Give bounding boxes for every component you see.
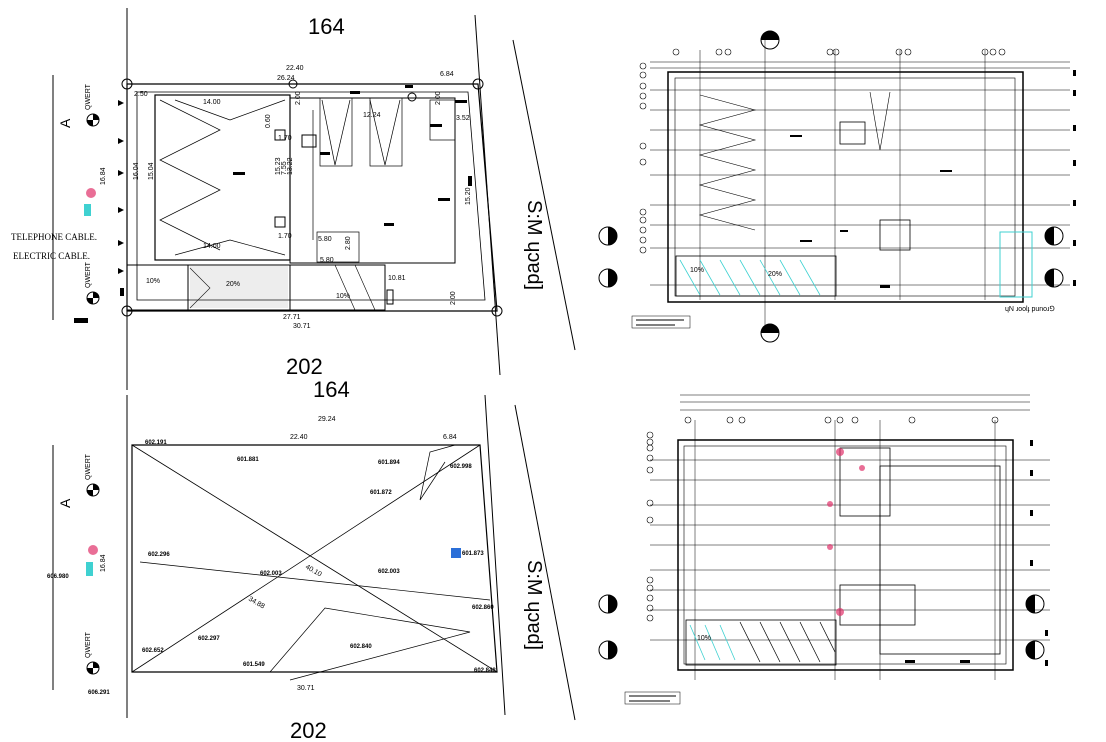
level-7: 602.003 — [260, 571, 282, 577]
dim-left-inner-2: 15.04 — [148, 162, 155, 180]
slope-label-3: 10% — [336, 293, 350, 300]
dim-right-top: 6.84 — [440, 71, 454, 78]
level-16: 606.291 — [88, 690, 110, 696]
plot-number-top: 164 — [308, 14, 345, 39]
dim-d15: 15.20 — [465, 187, 472, 205]
fp2-slope: 10% — [697, 635, 711, 642]
survey-marker-blue — [451, 548, 461, 558]
level-14: 601.549 — [243, 662, 265, 668]
survey-dim-diag-2: 40.10 — [304, 564, 323, 579]
slope-label-2: 20% — [226, 281, 240, 288]
survey-marker-cyan — [84, 204, 91, 216]
survey-plan-bottom-left: 164 202 S:M ɥɔɐd] 29.24 22.40 6.84 30.71… — [47, 377, 576, 742]
dim-top-inner: 22.40 — [286, 65, 304, 72]
fp2-markers-red — [827, 448, 865, 616]
survey-dim-right-top: 6.84 — [443, 434, 457, 441]
dim-d7: 15.23 — [275, 157, 282, 175]
slope-label-1: 10% — [146, 278, 160, 285]
benchmark-label-3: QWERT — [85, 453, 92, 480]
section-markers-top-right — [598, 30, 1064, 343]
level-4: 602.998 — [450, 464, 472, 470]
dim-d3: 5.80 — [318, 236, 332, 243]
fp-slope-1: 10% — [690, 267, 704, 274]
level-1: 602.191 — [145, 440, 167, 446]
dim-d6: 13.22 — [287, 157, 294, 175]
telephone-cable-label: TELEPHONE CABLE. — [11, 232, 97, 242]
dim-top-outer: 26.24 — [277, 75, 295, 82]
level-5: 601.872 — [370, 490, 392, 496]
dim-left-outer: 16.84 — [100, 167, 107, 185]
benchmark-label-2: QWERT — [85, 261, 92, 288]
dim-d9: 2.80 — [345, 236, 352, 250]
plot-number-bottom: 202 — [286, 354, 323, 379]
dim-d14: 2.00 — [295, 91, 302, 105]
road-label-2: S:M ɥɔɐd] — [523, 560, 545, 650]
survey-dim-left: 16.84 — [100, 554, 107, 572]
level-11: 602.297 — [198, 636, 220, 642]
dim-d11: 1.70 — [278, 135, 292, 142]
dim-d17: 2.00 — [435, 91, 442, 105]
road-label: S:M ɥɔɐd] — [523, 200, 545, 290]
dim-d5: 12.24 — [363, 112, 381, 119]
dim-d18: 2.00 — [450, 291, 457, 305]
level-2: 601.881 — [237, 457, 259, 463]
level-3: 601.894 — [378, 460, 400, 466]
floor-plan-bottom-right: 10% — [598, 394, 1050, 705]
site-plan-top-left: 164 202 S:M ɥɔɐd] — [11, 8, 576, 390]
survey-dim-diag-1: 34.88 — [247, 596, 266, 611]
electric-cable-label: ELECTRIC CABLE. — [13, 251, 90, 261]
survey-marker-red — [86, 188, 96, 198]
benchmark-label-1: QWERT — [85, 83, 92, 110]
level-10: 602.860 — [472, 605, 494, 611]
dim-d16: 3.52 — [456, 115, 470, 122]
section-mark-a-2: A — [57, 498, 73, 508]
dim-d1: 2.50 — [134, 91, 148, 98]
floor-plan-top-right: 10% 20% ɥN ɹoolɟ punoɹ⅁ — [598, 30, 1076, 343]
level-17: 606.980 — [47, 574, 69, 580]
dim-bottom-outer: 30.71 — [293, 323, 311, 330]
plot-number-bottom-2: 202 — [290, 718, 327, 742]
fp-slope-2: 20% — [768, 271, 782, 278]
dim-w1: 14.00 — [203, 99, 221, 106]
survey-marker-cyan-2 — [86, 562, 93, 576]
benchmark-label-4: QWERT — [85, 631, 92, 658]
dim-w2: 14.00 — [203, 243, 221, 250]
survey-dim-top-outer: 29.24 — [318, 416, 336, 423]
survey-marker-red-2 — [88, 545, 98, 555]
dim-d12: 1.70 — [278, 233, 292, 240]
dim-d4: 5.80 — [320, 257, 334, 264]
level-12: 602.652 — [142, 648, 164, 654]
level-9: 601.873 — [462, 551, 484, 557]
dim-d8: 7.55 — [281, 161, 288, 175]
dim-bottom-inner: 27.71 — [283, 314, 301, 321]
survey-dim-bottom: 30.71 — [297, 685, 315, 692]
survey-dim-top-inner: 22.40 — [290, 434, 308, 441]
level-13: 602.840 — [350, 644, 372, 650]
plot-number-top-2: 164 — [313, 377, 350, 402]
dim-d10: 10.81 — [388, 275, 406, 282]
section-markers-bottom-right — [598, 594, 1045, 660]
level-6: 602.296 — [148, 552, 170, 558]
level-8: 602.003 — [378, 569, 400, 575]
section-mark-a: A — [57, 118, 73, 128]
dim-left-inner: 16.04 — [133, 162, 140, 180]
dim-d13: 0.60 — [265, 114, 272, 128]
fp-title-block: ɥN ɹoolɟ punoɹ⅁ — [1005, 305, 1055, 313]
level-15: 602.848 — [474, 668, 496, 674]
